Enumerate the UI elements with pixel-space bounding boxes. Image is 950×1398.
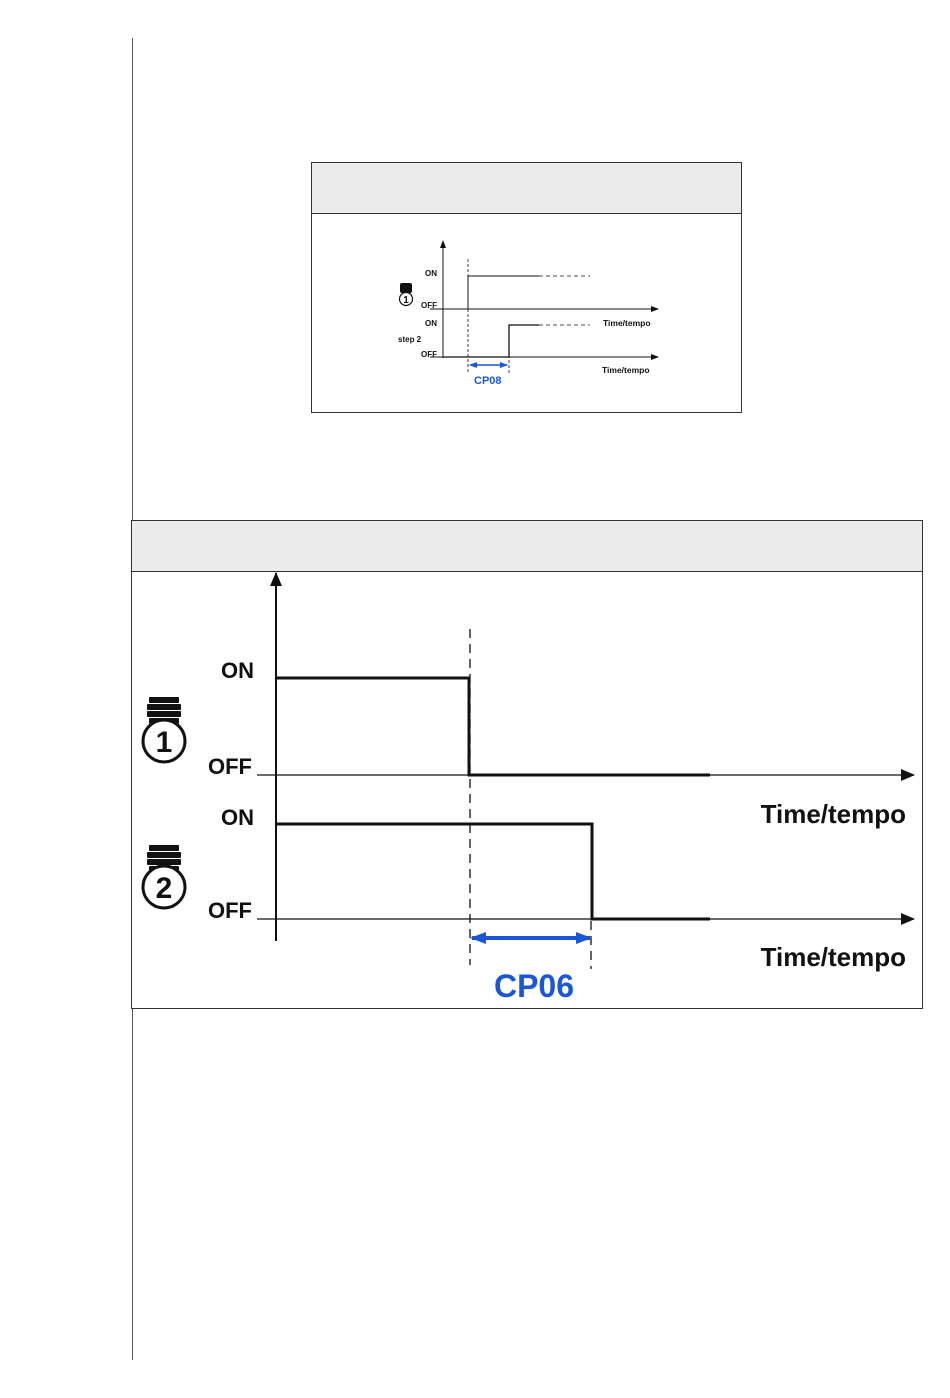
small-on-label-top: ON [425,269,437,278]
small-delay-label: CP08 [474,375,502,387]
large-on-label-bottom: ON [221,805,254,830]
svg-text:1: 1 [156,726,173,759]
small-on-label-bottom: ON [425,319,437,328]
small-diagram-panel: ON OFF ON OFF step 2 Time/tempo Time/tem… [311,162,742,413]
compressor-step-icon: 1 [400,283,413,306]
compressor-step-icon: 2 [143,845,185,908]
large-off-label-bottom: OFF [208,898,252,923]
svg-text:2: 2 [156,872,173,905]
small-signal-step-1 [443,276,539,309]
large-signal-step-2 [276,824,710,919]
large-on-label-top: ON [221,658,254,683]
large-diagram-panel: ON OFF ON OFF Time/tempo Time/tempo CP06… [131,520,923,1009]
small-diagram-svg: ON OFF ON OFF step 2 Time/tempo Time/tem… [312,163,743,414]
large-signal-step-1 [276,678,710,775]
small-step-label-2: step 2 [398,335,422,344]
svg-text:1: 1 [403,295,409,306]
small-off-label-top: OFF [421,301,437,310]
large-off-label-top: OFF [208,754,252,779]
large-time-label-bottom: Time/tempo [761,942,906,972]
small-off-label-bottom: OFF [421,350,437,359]
small-time-label-bottom: Time/tempo [602,365,650,375]
large-time-label-top: Time/tempo [761,799,906,829]
small-time-label-top: Time/tempo [603,318,651,328]
large-diagram-svg: ON OFF ON OFF Time/tempo Time/tempo CP06… [132,521,924,1010]
compressor-step-icon: 1 [143,697,185,762]
small-signal-step-2 [443,325,539,357]
large-delay-label: CP06 [494,968,574,1004]
